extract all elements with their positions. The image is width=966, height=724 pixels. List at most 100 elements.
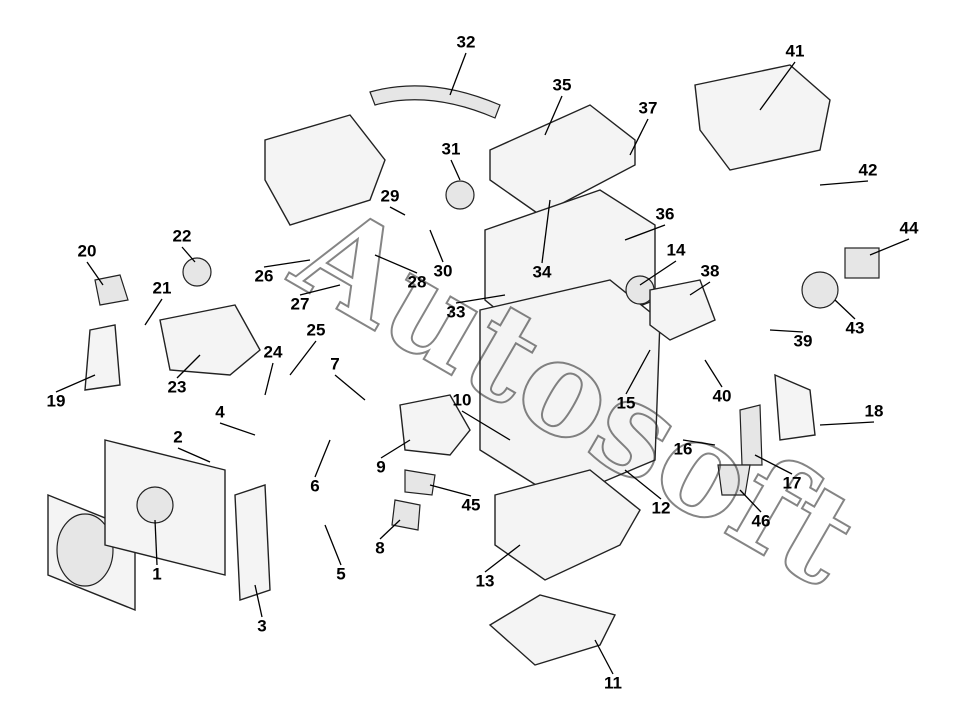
part-22 (182, 257, 212, 287)
part-19 (84, 324, 121, 391)
leader-line-10 (461, 410, 511, 441)
leader-line-43 (834, 299, 856, 320)
callout-label-41: 41 (786, 41, 805, 60)
leader-line-14 (639, 260, 677, 286)
leader-lines (55, 52, 910, 675)
callout-label-17: 17 (783, 473, 802, 492)
leader-line-8 (379, 519, 401, 540)
part-43 (801, 271, 839, 309)
leader-line-35 (544, 95, 563, 136)
leader-line-23 (176, 354, 201, 379)
callout-label-32: 32 (457, 32, 476, 51)
leader-line-36 (624, 224, 666, 241)
callout-label-8: 8 (375, 538, 384, 557)
callout-label-3: 3 (257, 616, 266, 635)
leader-line-44 (869, 238, 910, 256)
callout-label-18: 18 (865, 401, 884, 420)
part-38 (649, 279, 716, 341)
leader-line-20 (86, 261, 104, 286)
leader-line-17 (754, 454, 793, 475)
leader-line-1 (154, 519, 158, 566)
leader-line-33 (455, 294, 506, 304)
callout-label-27: 27 (291, 294, 310, 313)
leader-line-40 (704, 359, 723, 388)
callout-label-45: 45 (462, 495, 481, 514)
callout-label-10: 10 (453, 390, 472, 409)
leader-line-27 (299, 284, 341, 296)
leader-line-4 (219, 422, 256, 436)
callout-label-37: 37 (639, 98, 658, 117)
leader-line-21 (144, 298, 163, 326)
intake-manifold (694, 64, 831, 171)
part-45 (404, 469, 436, 496)
callout-label-29: 29 (381, 186, 400, 205)
part-23 (159, 304, 261, 376)
callout-label-33: 33 (447, 302, 466, 321)
leader-line-22 (181, 246, 196, 263)
leader-line-12 (624, 469, 662, 500)
leader-line-7 (334, 374, 366, 401)
fan-ring (56, 513, 114, 587)
part-31 (445, 180, 475, 210)
callout-label-38: 38 (701, 261, 720, 280)
intercooler (234, 484, 271, 601)
callout-label-4: 4 (215, 402, 225, 421)
callout-label-44: 44 (900, 218, 919, 237)
leader-line-39 (769, 329, 804, 333)
water-pump-pulley (136, 486, 174, 524)
leader-line-18 (819, 421, 875, 426)
leader-line-45 (429, 484, 472, 497)
leader-line-11 (594, 639, 614, 675)
leader-line-32 (449, 52, 467, 96)
part-44 (844, 247, 880, 279)
callout-label-31: 31 (442, 139, 461, 158)
callout-label-23: 23 (168, 377, 187, 396)
leader-line-29 (389, 206, 406, 216)
callout-label-11: 11 (604, 673, 622, 692)
leader-line-15 (625, 349, 651, 395)
oil-pan (494, 469, 641, 581)
part-17 (739, 404, 763, 466)
callout-label-5: 5 (336, 564, 345, 583)
callout-label-12: 12 (652, 498, 671, 517)
callout-label-26: 26 (255, 266, 274, 285)
air-hose (369, 85, 501, 119)
leader-line-5 (324, 524, 342, 566)
callout-label-1: 1 (152, 564, 161, 583)
leader-line-34 (541, 199, 551, 264)
leader-line-28 (374, 254, 418, 274)
leader-line-9 (380, 439, 411, 459)
callout-label-28: 28 (408, 272, 427, 291)
leader-line-3 (254, 584, 263, 618)
callout-label-35: 35 (553, 75, 572, 94)
callout-label-2: 2 (173, 427, 182, 446)
callout-label-14: 14 (667, 240, 686, 259)
callout-label-46: 46 (752, 511, 771, 530)
leader-line-6 (314, 439, 331, 478)
leader-line-25 (289, 340, 317, 376)
leader-line-42 (819, 180, 869, 186)
callout-label-36: 36 (656, 204, 675, 223)
leader-line-31 (450, 159, 461, 181)
callout-label-13: 13 (476, 571, 495, 590)
part-20 (94, 274, 129, 306)
leader-line-19 (55, 374, 96, 393)
callout-label-7: 7 (330, 354, 339, 373)
leader-line-30 (429, 229, 444, 263)
callout-label-25: 25 (307, 320, 326, 339)
callout-labels: 1234567891011121314151617181920212223242… (47, 32, 919, 692)
callout-label-6: 6 (310, 476, 319, 495)
callout-label-43: 43 (846, 318, 865, 337)
callout-label-20: 20 (78, 241, 97, 260)
callout-label-24: 24 (264, 342, 283, 361)
callout-label-34: 34 (533, 262, 552, 281)
part-9 (399, 394, 471, 456)
leader-line-24 (264, 362, 274, 396)
leader-line-41 (759, 61, 796, 111)
leader-line-46 (739, 489, 762, 513)
leader-line-38 (689, 281, 711, 296)
valve-cover (489, 104, 636, 216)
lower-oil-pan (488, 594, 617, 666)
